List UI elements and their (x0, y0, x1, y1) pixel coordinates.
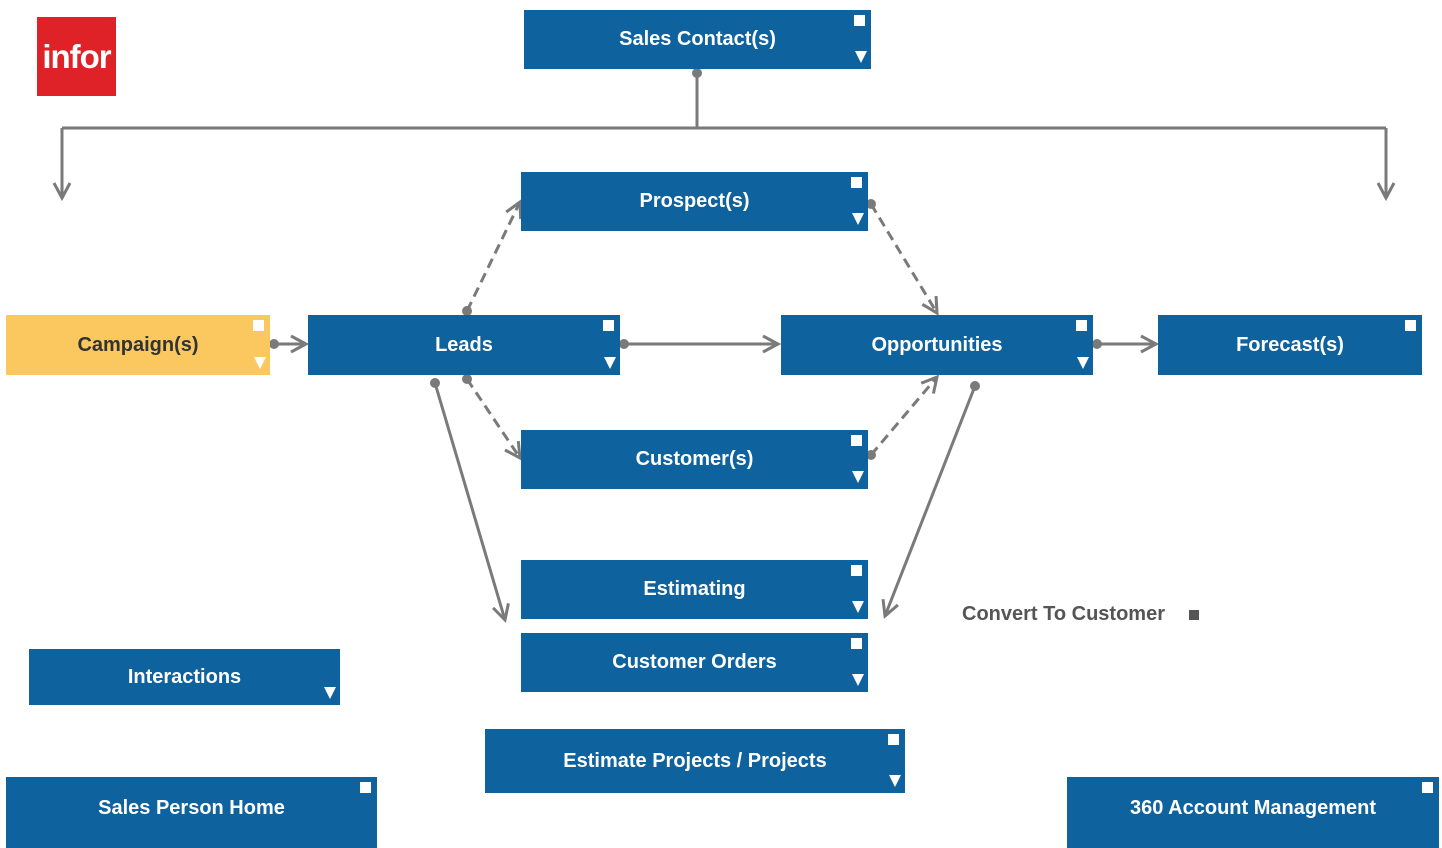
connector-opportunities-estimating (885, 385, 977, 616)
connector-dot (462, 374, 472, 384)
dropdown-triangle-icon[interactable] (604, 357, 616, 369)
dropdown-triangle-icon[interactable] (852, 674, 864, 686)
connector-customers-opportunities (869, 377, 937, 456)
interactions-node[interactable]: Interactions (29, 649, 340, 705)
sales-person-home-node[interactable]: Sales Person Home (6, 777, 377, 848)
expand-square-icon[interactable] (854, 15, 865, 26)
connector-leads-prospects (465, 202, 520, 312)
dropdown-triangle-icon[interactable] (852, 213, 864, 225)
connector-leads-estimating (433, 382, 505, 620)
connector-dot (970, 381, 980, 391)
opportunities-node[interactable]: Opportunities (781, 315, 1093, 375)
expand-square-icon[interactable] (253, 320, 264, 331)
sales-contacts-node[interactable]: Sales Contact(s) (524, 10, 871, 69)
account-management-node[interactable]: 360 Account Management (1067, 777, 1439, 848)
sales-person-home-label: Sales Person Home (98, 797, 285, 819)
expand-square-icon[interactable] (851, 177, 862, 188)
customer-orders-node[interactable]: Customer Orders (521, 633, 868, 692)
expand-square-icon[interactable] (1422, 782, 1433, 793)
convert-to-customer-label: Convert To Customer (962, 603, 1165, 625)
convert-checkbox-icon[interactable] (1188, 609, 1199, 620)
estimating-node[interactable]: Estimating (521, 560, 868, 619)
leads-node[interactable]: Leads (308, 315, 620, 375)
dropdown-triangle-icon[interactable] (852, 601, 864, 613)
estimate-projects-node[interactable]: Estimate Projects / Projects (485, 729, 905, 793)
customer-orders-label: Customer Orders (612, 651, 777, 673)
expand-square-icon[interactable] (1405, 320, 1416, 331)
dropdown-triangle-icon[interactable] (852, 471, 864, 483)
expand-square-icon[interactable] (851, 638, 862, 649)
interactions-label: Interactions (127, 665, 242, 688)
estimating-label: Estimating (643, 578, 746, 600)
connector-dot (619, 339, 629, 349)
dropdown-triangle-icon[interactable] (889, 775, 901, 787)
connector-dot (269, 339, 279, 349)
account-management-label: 360 Account Management (1130, 797, 1376, 819)
estimate-projects-label: Estimate Projects / Projects (563, 749, 827, 772)
convert-to-customer[interactable]: Convert To Customer (962, 603, 1199, 626)
dropdown-triangle-icon[interactable] (1077, 357, 1089, 369)
dropdown-triangle-icon[interactable] (855, 51, 867, 63)
dropdown-triangle-icon[interactable] (324, 687, 336, 699)
expand-square-icon[interactable] (851, 565, 862, 576)
campaigns-label: Campaign(s) (77, 333, 199, 356)
opportunities-label: Opportunities (871, 333, 1003, 356)
forecasts-label: Forecast(s) (1236, 333, 1344, 356)
leads-label: Leads (435, 333, 493, 356)
connector-dot (430, 378, 440, 388)
sales-contacts-label: Sales Contact(s) (619, 28, 776, 50)
expand-square-icon[interactable] (1076, 320, 1087, 331)
connector-dot (866, 199, 876, 209)
connector-dot (1092, 339, 1102, 349)
forecasts-node[interactable]: Forecast(s) (1158, 315, 1422, 375)
connector-prospects-opportunities (869, 203, 937, 313)
prospects-node[interactable]: Prospect(s) (521, 172, 868, 231)
connector-dot (866, 450, 876, 460)
expand-square-icon[interactable] (603, 320, 614, 331)
infor-logo: infor (37, 17, 116, 96)
expand-square-icon[interactable] (851, 435, 862, 446)
logo-text: infor (42, 37, 111, 75)
connector-leads-customers (465, 378, 520, 458)
connector-dot (692, 68, 702, 78)
expand-square-icon[interactable] (888, 734, 899, 745)
expand-square-icon[interactable] (360, 782, 371, 793)
connector-dot (462, 306, 472, 316)
customers-node[interactable]: Customer(s) (521, 430, 868, 489)
dropdown-triangle-icon[interactable] (254, 357, 266, 369)
prospects-label: Prospect(s) (639, 190, 750, 212)
customers-label: Customer(s) (635, 448, 754, 470)
campaigns-node[interactable]: Campaign(s) (6, 315, 270, 375)
